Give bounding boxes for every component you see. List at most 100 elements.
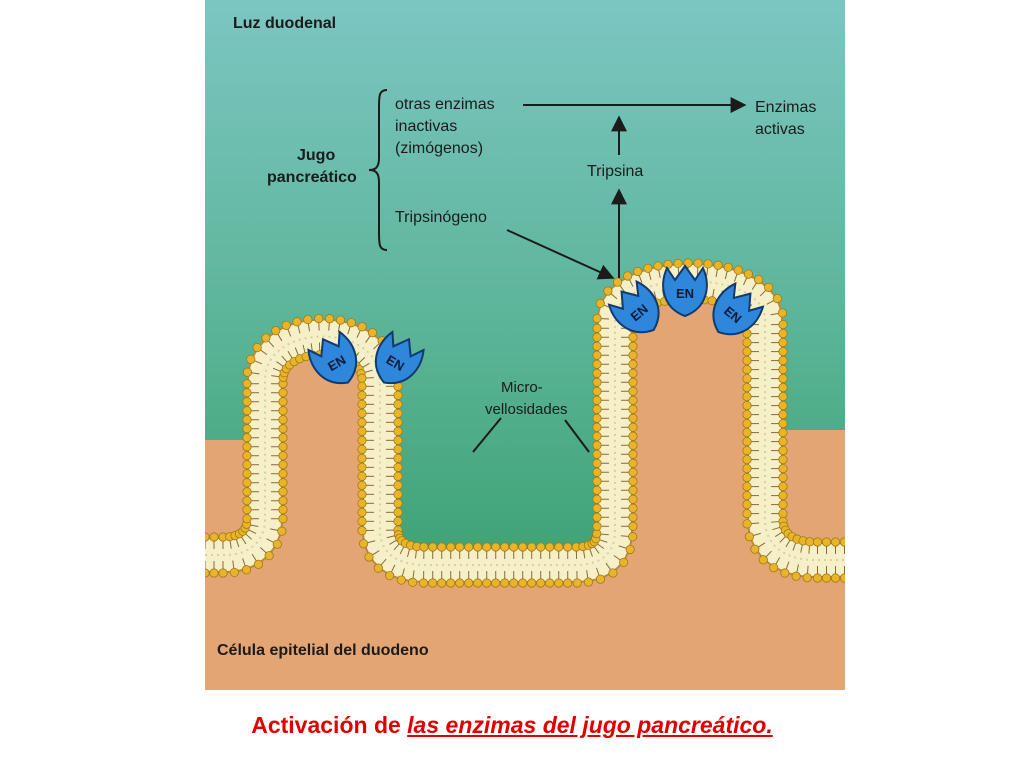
lipid-head (482, 542, 492, 552)
lipid-head (839, 573, 845, 583)
lipid-head (742, 356, 752, 366)
lipid-head (242, 433, 252, 443)
lipid-head (744, 532, 754, 542)
lipid-head (742, 374, 752, 384)
lipid-head (357, 408, 367, 418)
lipid-head (592, 467, 602, 477)
lipid-head (357, 462, 367, 472)
lipid-head (628, 532, 638, 542)
lipid-head (830, 537, 841, 547)
lipid-head (742, 519, 752, 529)
lipid-head (325, 314, 335, 324)
lipid-head (277, 526, 287, 536)
lipid-head (592, 359, 602, 369)
other-enzymes-line1: otras enzimas (395, 96, 495, 113)
lipid-head (812, 573, 823, 583)
lipid-head (742, 428, 752, 438)
lipid-head (357, 399, 367, 409)
lipid-head (278, 487, 288, 497)
lipid-head (778, 374, 788, 384)
lipid-head (242, 367, 253, 377)
lipid-head (778, 437, 788, 447)
lipid-head (242, 496, 252, 506)
lipid-head (527, 542, 537, 552)
caption-emphasis: las enzimas del jugo pancreático. (407, 712, 773, 738)
lipid-head (419, 542, 429, 552)
lipid-head (592, 476, 602, 486)
lipid-head (518, 542, 528, 552)
lipid-head (791, 571, 801, 581)
lipid-head (303, 314, 313, 325)
lipid-head (536, 542, 546, 552)
lipid-head (802, 573, 812, 583)
lipid-head (314, 313, 324, 324)
lipid-head (393, 408, 403, 418)
cell-base (205, 580, 845, 690)
lipid-head (393, 390, 403, 400)
lipid-head (278, 460, 288, 470)
lipid-head (437, 578, 447, 588)
lipid-head (357, 507, 367, 517)
lipid-head (545, 578, 555, 588)
lipid-head (446, 542, 456, 552)
lipid-head (628, 359, 638, 369)
lipid-head (628, 467, 638, 477)
lipid-head (563, 542, 573, 552)
lipid-head (278, 478, 288, 488)
lipid-head (742, 347, 752, 357)
lipid-head (253, 559, 264, 569)
lipid-head (242, 442, 252, 452)
lipid-head (464, 542, 474, 552)
lipid-head (491, 578, 501, 588)
other-enzymes-line2: inactivas (395, 118, 457, 135)
lipid-head (592, 512, 602, 522)
lipid-head (778, 320, 788, 330)
lipid-head (778, 491, 788, 501)
lipid-head (628, 404, 638, 414)
lipid-head (628, 395, 638, 405)
lipid-head (628, 476, 638, 486)
lipid-head (742, 410, 752, 420)
enzyme-shape (374, 330, 425, 385)
pointer-microvillus-right (564, 419, 590, 453)
lipid-head (242, 397, 252, 407)
lipid-head (357, 453, 367, 463)
lipid-head (592, 422, 602, 432)
lipid-head (357, 498, 367, 508)
lipid-head (628, 440, 638, 450)
lipid-head (491, 542, 501, 552)
lipid-head (359, 539, 369, 549)
lipid-head (278, 388, 288, 398)
lipid-head (628, 350, 638, 360)
lipid-head (683, 258, 693, 268)
lipid-head (278, 406, 288, 416)
enzyme-en: EN (374, 330, 425, 385)
lipid-head (242, 415, 252, 425)
lipid-head (628, 458, 638, 468)
lipid-head (278, 442, 288, 452)
lipid-head (633, 266, 643, 277)
lipid-head (713, 260, 723, 270)
lipid-head (592, 449, 602, 459)
lipid-head (693, 258, 703, 268)
lipid-head (393, 489, 403, 499)
pointer-microvillus-left (472, 417, 502, 453)
lipid-head (261, 333, 271, 343)
lipid-head (592, 395, 602, 405)
lipid-head (595, 574, 606, 584)
lipid-head (393, 516, 403, 526)
lipid-head (357, 526, 367, 536)
lipid-head (603, 286, 613, 296)
lipid-head (393, 462, 403, 472)
lipid-head (742, 446, 752, 456)
lipid-head (742, 509, 752, 519)
lipid-head (583, 577, 594, 587)
lipid-head (242, 406, 252, 416)
lipid-head (229, 567, 239, 578)
lipid-head (778, 509, 788, 519)
lipid-head (772, 293, 782, 304)
lipid-head (742, 383, 752, 393)
lipid-head (509, 578, 519, 588)
lipid-head (357, 390, 367, 400)
lipid-head (742, 455, 752, 465)
